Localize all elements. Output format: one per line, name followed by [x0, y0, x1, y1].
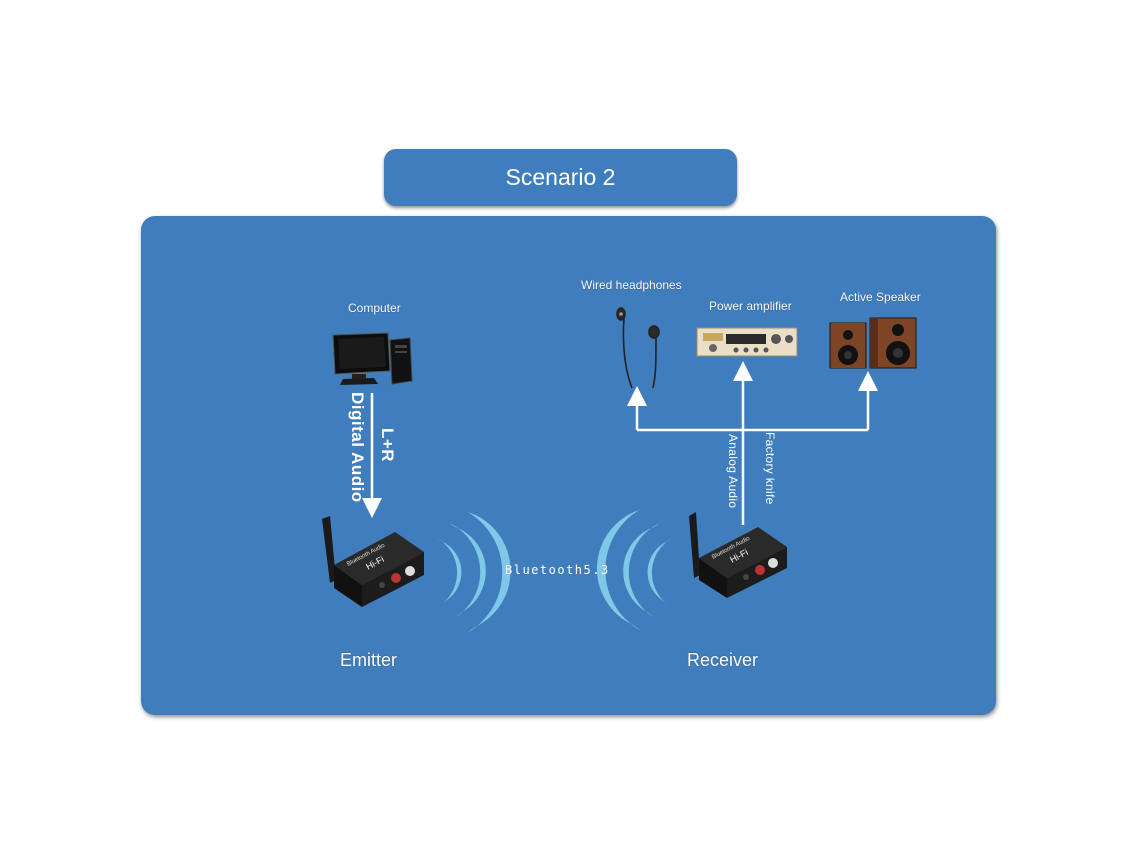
digital-audio-label: Digital Audio [348, 392, 367, 503]
headphones-label: Wired headphones [581, 278, 682, 292]
scenario-title: Scenario 2 [384, 149, 737, 206]
lr-label: L+R [378, 428, 397, 463]
factory-knife-label: Factory knife [763, 432, 777, 505]
receiver-device: Bluetooth Audio Hi-Fi [689, 512, 787, 598]
emitter-device: Bluetooth Audio Hi-Fi [322, 516, 424, 607]
speaker-icon [829, 317, 917, 369]
amplifier-label: Power amplifier [709, 299, 792, 313]
headphones-icon [616, 307, 660, 389]
bluetooth-label: Bluetooth5.3 [505, 563, 610, 577]
emitter-bluetooth-waves [437, 508, 511, 633]
speaker-label: Active Speaker [840, 290, 921, 304]
emitter-label: Emitter [340, 650, 398, 670]
receiver-bluetooth-waves [596, 506, 672, 631]
computer-icon [332, 332, 413, 385]
analog-output-lines [627, 361, 878, 525]
diagram-panel [141, 216, 996, 715]
amplifier-icon [696, 327, 798, 357]
computer-label: Computer [348, 301, 401, 315]
analog-audio-label: Analog Audio [726, 434, 740, 509]
receiver-label: Receiver [687, 650, 759, 670]
